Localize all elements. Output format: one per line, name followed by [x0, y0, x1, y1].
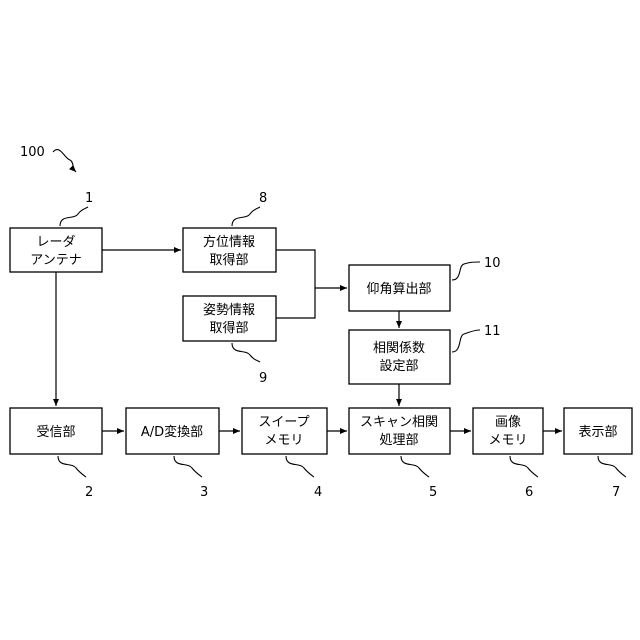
diagram-ref-arrow — [53, 150, 76, 172]
block-azimuth-info-line2: 取得部 — [209, 252, 248, 268]
edge-attitude-to-junction — [276, 288, 315, 318]
ref-label-8: 8 — [259, 191, 267, 206]
block-sweep-memory-line1: スイープ — [258, 415, 309, 430]
block-elevation-calc-line1: 仰角算出部 — [366, 282, 431, 297]
ref-group-6: 6 — [510, 456, 538, 500]
block-scan-correlation-line1: スキャン相関 — [360, 415, 438, 430]
ref-label-7: 7 — [612, 485, 620, 500]
ref-leader-3 — [174, 456, 202, 477]
ref-label-10: 10 — [484, 256, 501, 271]
ref-group-5: 5 — [401, 456, 437, 500]
block-attitude-info: 姿勢情報 取得部 — [183, 296, 276, 341]
ref-label-1: 1 — [85, 191, 93, 206]
block-display-line1: 表示部 — [578, 425, 617, 440]
block-attitude-info-line1: 姿勢情報 — [203, 302, 255, 318]
ref-group-2: 2 — [58, 456, 93, 500]
block-attitude-info-line2: 取得部 — [209, 320, 248, 336]
ref-leader-1 — [60, 207, 88, 226]
ref-leader-9 — [232, 343, 260, 362]
block-receiver-line1: 受信部 — [36, 425, 75, 440]
block-display: 表示部 — [564, 408, 632, 454]
ref-label-6: 6 — [525, 485, 533, 500]
ref-leader-7 — [598, 456, 626, 477]
block-image-memory-line1: 画像 — [495, 415, 521, 430]
block-radar-antenna-line2: アンテナ — [30, 253, 81, 268]
block-scan-correlation: スキャン相関 処理部 — [349, 408, 450, 454]
block-image-memory: 画像 メモリ — [473, 408, 543, 454]
block-elevation-calc: 仰角算出部 — [349, 265, 450, 311]
diagram-reference: 100 — [20, 145, 76, 172]
ref-label-9: 9 — [259, 371, 267, 386]
ref-leader-8 — [232, 207, 260, 226]
ref-group-10: 10 — [452, 256, 501, 280]
block-scan-correlation-line2: 処理部 — [379, 433, 418, 448]
ref-group-9: 9 — [232, 343, 267, 386]
ref-group-4: 4 — [286, 456, 322, 500]
block-sweep-memory-line2: メモリ — [264, 433, 303, 448]
block-radar-antenna: レーダ アンテナ — [10, 228, 102, 272]
ref-leader-6 — [510, 456, 538, 477]
block-radar-antenna-line1: レーダ — [36, 235, 75, 250]
block-receiver: 受信部 — [10, 408, 102, 454]
ref-label-11: 11 — [484, 324, 501, 339]
ref-label-3: 3 — [200, 485, 208, 500]
block-ad-converter: A/D変換部 — [126, 408, 219, 454]
ref-leader-2 — [58, 456, 86, 477]
block-ad-converter-line1: A/D変換部 — [141, 424, 203, 440]
edge-azimuth-to-junction — [276, 250, 315, 288]
ref-group-1: 1 — [60, 191, 93, 226]
ref-leader-4 — [286, 456, 314, 477]
ref-group-11: 11 — [452, 324, 501, 352]
block-image-memory-line2: メモリ — [488, 433, 527, 448]
ref-leader-5 — [401, 456, 429, 477]
ref-group-8: 8 — [232, 191, 267, 226]
block-sweep-memory: スイープ メモリ — [242, 408, 327, 454]
diagram-ref-label: 100 — [20, 145, 45, 160]
ref-label-4: 4 — [314, 485, 322, 500]
ref-group-7: 7 — [598, 456, 626, 500]
block-coefficient-setting-line1: 相関係数 — [373, 341, 425, 356]
block-coefficient-setting: 相関係数 設定部 — [349, 330, 450, 384]
ref-label-2: 2 — [85, 485, 93, 500]
ref-label-5: 5 — [429, 485, 437, 500]
ref-leader-11 — [452, 330, 480, 352]
ref-group-3: 3 — [174, 456, 208, 500]
ref-leader-10 — [452, 262, 480, 280]
block-coefficient-setting-line2: 設定部 — [379, 358, 418, 374]
block-azimuth-info: 方位情報 取得部 — [183, 228, 276, 272]
block-azimuth-info-line1: 方位情報 — [203, 234, 255, 250]
